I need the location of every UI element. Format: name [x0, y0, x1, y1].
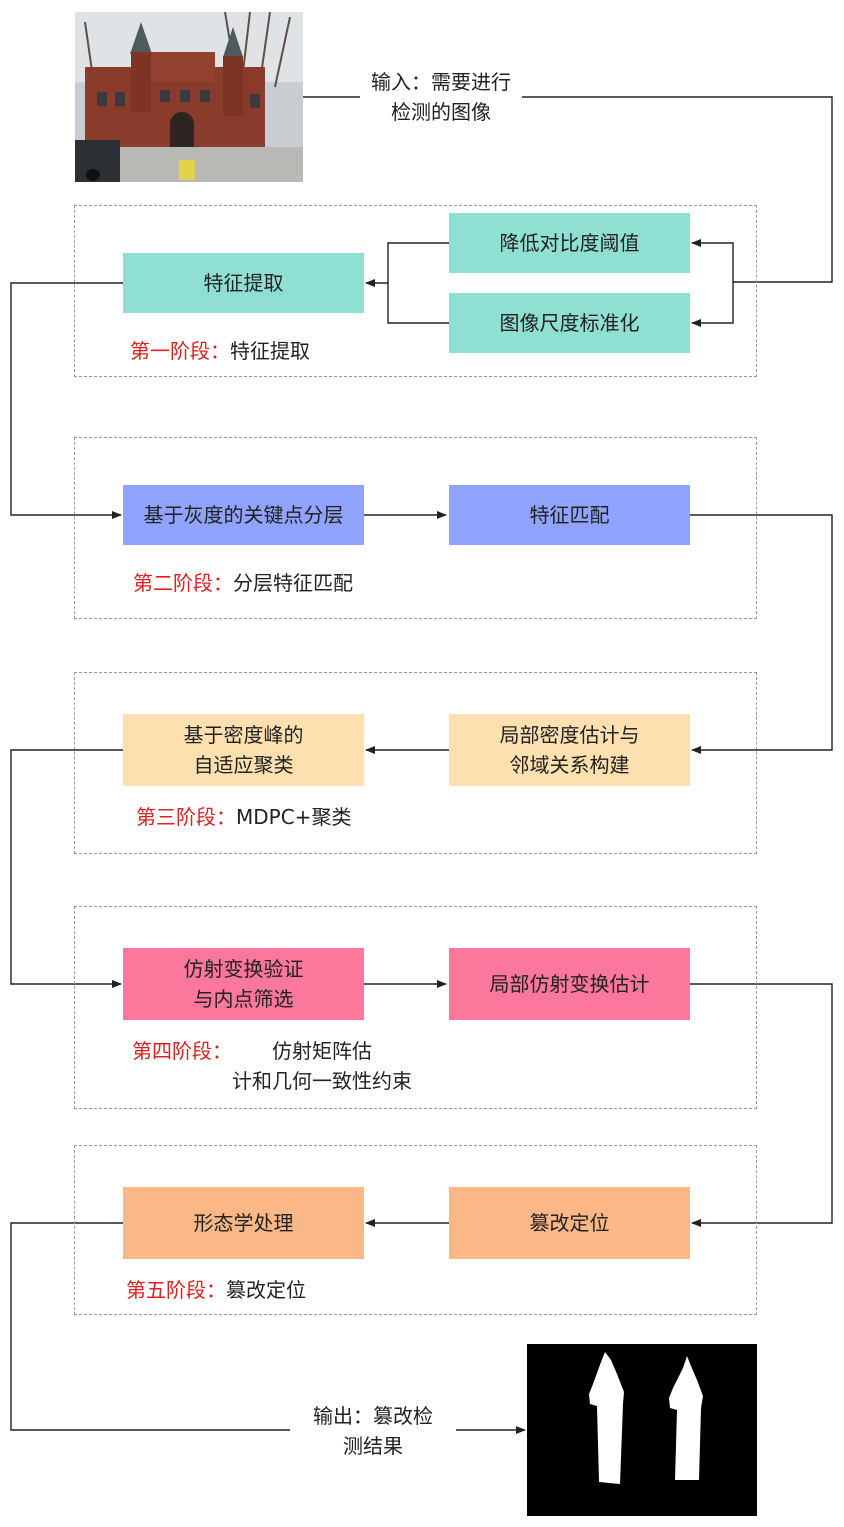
stage-1-label: 第一阶段：特征提取 [130, 336, 310, 366]
output-image [527, 1344, 757, 1516]
grayscale-keypoint-layering-box: 基于灰度的关键点分层 [123, 485, 364, 545]
input-image [75, 12, 303, 182]
stage-2-label-prefix: 第二阶段： [133, 571, 233, 595]
affine-verification-inlier-box: 仿射变换验证 与内点筛选 [123, 948, 364, 1020]
connector-stage5-to-output [10, 1222, 290, 1431]
input-label: 输入：需要进行 检测的图像 [360, 67, 522, 127]
stage-4-label: 第四阶段：仿射矩阵估 计和几何一致性约束 [132, 1036, 412, 1096]
stage-3-label-title: MDPC+聚类 [236, 805, 352, 829]
stage-2-label-title: 分层特征匹配 [233, 571, 353, 595]
stage-5-label-title: 篡改定位 [226, 1278, 306, 1302]
stage-1-label-prefix: 第一阶段： [130, 339, 230, 363]
tamper-mask-icon [527, 1344, 757, 1516]
connector-stage3-to-stage4 [10, 749, 123, 988]
connector-stage4-to-stage5 [690, 983, 833, 1227]
stage-3-label-prefix: 第三阶段： [136, 805, 236, 829]
stage-5-frame [74, 1145, 757, 1315]
connector-stage2-to-stage3 [690, 514, 833, 754]
stage-4-label-prefix: 第四阶段： [132, 1039, 232, 1063]
stage-3-label: 第三阶段：MDPC+聚类 [136, 802, 351, 832]
connector-input-to-stage1 [522, 96, 833, 283]
stage-3-frame [74, 672, 757, 854]
stage-2-label: 第二阶段：分层特征匹配 [133, 568, 353, 598]
feature-matching-box: 特征匹配 [449, 485, 690, 545]
stage-2-frame [74, 437, 757, 619]
stage-5-label: 第五阶段：篡改定位 [126, 1275, 306, 1305]
tamper-localization-box: 篡改定位 [449, 1187, 690, 1259]
image-scale-normalization-box: 图像尺度标准化 [449, 293, 690, 353]
feature-extraction-box: 特征提取 [123, 253, 364, 313]
stage-5-label-prefix: 第五阶段： [126, 1278, 226, 1302]
connector-split-to-scale [691, 282, 734, 327]
stage-4-label-title: 仿射矩阵估 计和几何一致性约束 [232, 1039, 412, 1093]
morphological-processing-box: 形态学处理 [123, 1187, 364, 1259]
stage-1-frame [74, 205, 757, 377]
connector-split-to-contrast [691, 239, 734, 282]
density-peak-clustering-box: 基于密度峰的 自适应聚类 [123, 714, 364, 786]
local-affine-estimation-box: 局部仿射变换估计 [449, 948, 690, 1020]
building-photo-icon [75, 12, 303, 182]
stage-4-frame [74, 906, 757, 1109]
output-label: 输出：篡改检 测结果 [290, 1401, 456, 1461]
connector-stage1-to-stage2 [10, 282, 123, 519]
local-density-neighborhood-box: 局部密度估计与 邻域关系构建 [449, 714, 690, 786]
stage-1-label-title: 特征提取 [230, 339, 310, 363]
reduce-contrast-threshold-box: 降低对比度阈值 [449, 213, 690, 273]
